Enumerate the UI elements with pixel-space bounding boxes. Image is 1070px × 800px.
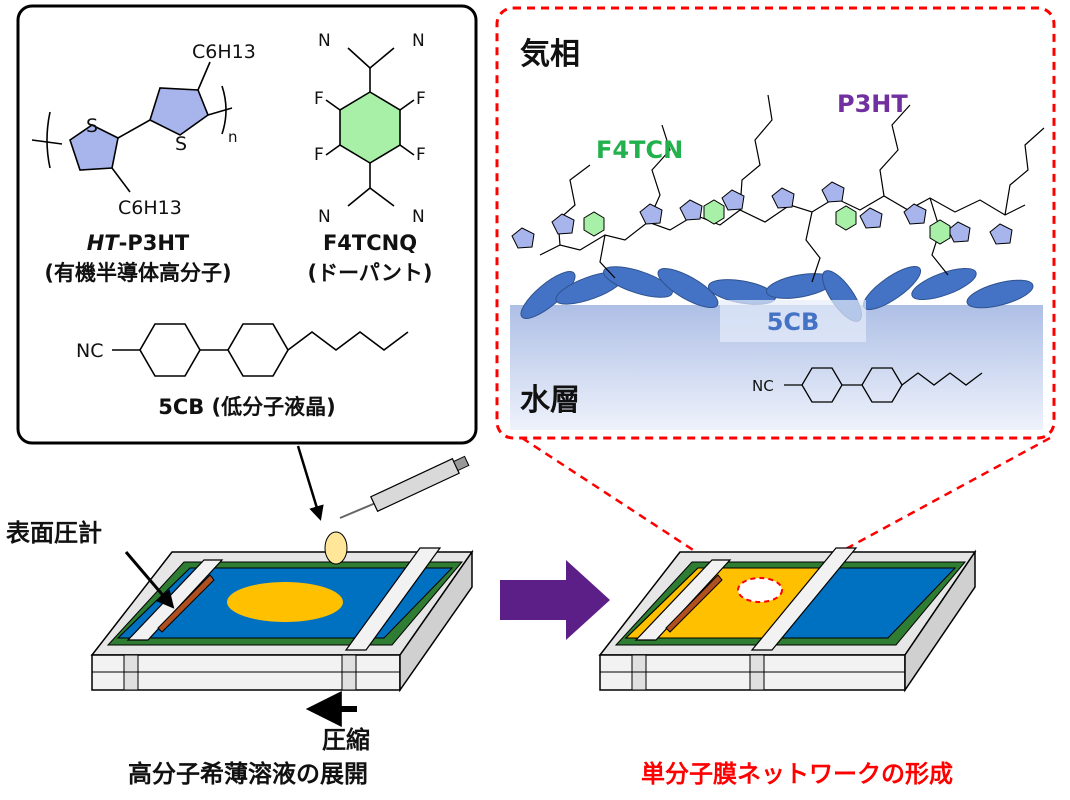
dopant-name: F4TCNQ: [323, 231, 417, 255]
atom-f: F: [416, 89, 426, 109]
atom-s: S: [86, 115, 98, 137]
p3ht-structure: [31, 61, 233, 193]
monolayer-network: 5CB: [511, 90, 1045, 342]
5cb-highlight: [720, 300, 866, 342]
trough-left: [90, 547, 474, 693]
chemistry-box-frame: [16, 4, 478, 445]
5cb-name: 5CB (低分子液晶): [158, 395, 336, 419]
dopant-rings: [583, 199, 951, 245]
atom-n: N: [412, 207, 425, 227]
right-caption: 単分子膜ネットワークの形成: [641, 760, 953, 788]
5cb-structure: [112, 323, 409, 377]
p3ht-description: (有機半導体高分子): [44, 261, 231, 285]
syringe: [339, 455, 470, 519]
hexyl-bottom-label: C6H13: [118, 197, 182, 219]
atom-n: N: [412, 31, 425, 51]
dopant-description: (ドーパント): [307, 261, 432, 285]
nc-label: NC: [76, 340, 103, 362]
subscript-n: n: [228, 128, 238, 146]
pressure-gauge-label: 表面圧計: [6, 519, 102, 547]
gas-phase-label: 気相: [520, 37, 580, 72]
interface-inset: 気相 水層 5CB: [495, 6, 1056, 440]
atom-n: N: [318, 207, 331, 227]
thiophene-ring: [69, 124, 119, 171]
pressure-gauge-arrow: [124, 551, 175, 609]
zoom-line: [521, 436, 743, 584]
chemistry-box: S S n C6H13 C6H13 HT-P3HT (有機半導体高分子) N N…: [16, 4, 478, 445]
spread-solution: [227, 582, 343, 622]
connector-arrow: [296, 445, 324, 521]
left-caption: 高分子希薄溶液の展開: [128, 760, 368, 788]
atom-n: N: [318, 31, 331, 51]
water-layer-label: 水層: [520, 383, 580, 418]
f4tcnq-structure: [325, 47, 415, 207]
atom-f: F: [416, 145, 426, 165]
solution-drop: [324, 531, 348, 565]
polymer-chains: [539, 94, 1045, 283]
p3ht-inset-label: P3HT: [837, 90, 908, 118]
atom-f: F: [314, 145, 324, 165]
f4tcn-label: F4TCN: [596, 136, 683, 164]
hexyl-top-label: C6H13: [192, 41, 256, 63]
atom-f: F: [314, 89, 324, 109]
thiophene-units: [511, 181, 1013, 249]
compress-label: 圧縮: [322, 726, 370, 754]
atom-s: S: [175, 133, 187, 155]
zoom-circle: [737, 577, 783, 603]
p3ht-name: HT-P3HT: [87, 231, 190, 255]
trough-right: [598, 547, 977, 693]
process-arrow: [500, 560, 610, 640]
liquid-crystal-molecules: [520, 266, 1034, 322]
thiophene-ring: [149, 87, 209, 136]
5cb-inset-label: 5CB: [767, 308, 820, 336]
5cb-inset-structure: [784, 367, 983, 403]
nc-inset-label: NC: [752, 377, 774, 395]
